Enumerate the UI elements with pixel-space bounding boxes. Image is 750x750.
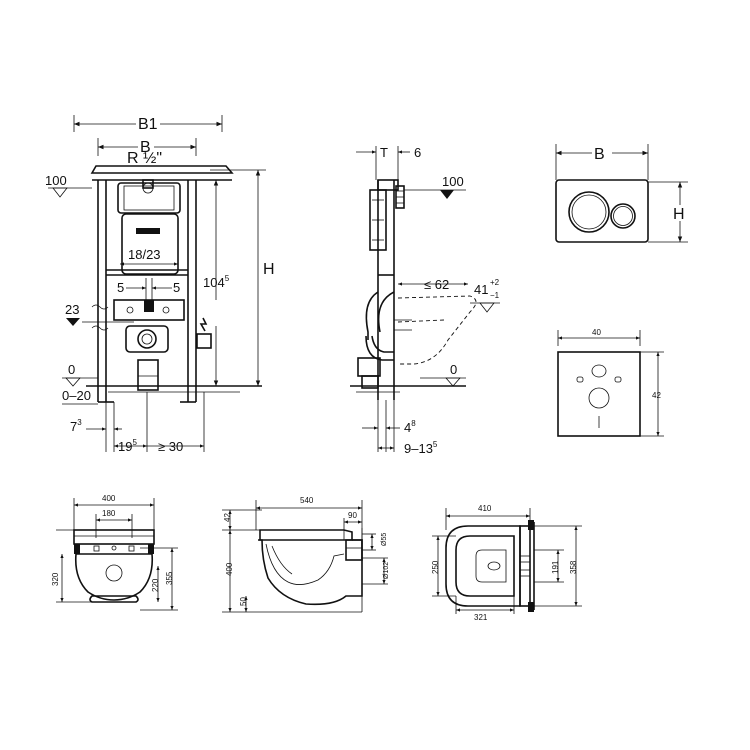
bowl-front-180: 180 [102, 509, 116, 518]
mount-plate-40: 40 [592, 328, 601, 337]
dim-b: B [140, 139, 151, 156]
bowl-top-358: 358 [569, 560, 578, 574]
dim-104-5: 1045 [203, 274, 230, 290]
bowl-front-400: 400 [102, 494, 116, 503]
level-100-front: 100 [45, 173, 67, 188]
flush-plate-b: B [594, 146, 605, 163]
bowl-side-42: 42 [223, 513, 232, 522]
dim-18-23: 18/23 [128, 247, 161, 262]
flush-plate-h: H [673, 206, 685, 223]
level-23: 23 [65, 302, 79, 317]
bowl-side-d55: Ø55 [381, 533, 388, 546]
bowl-side-50: 50 [239, 597, 248, 606]
frame-front-view: B1 B R ½" 18/23 5 5 [45, 115, 275, 454]
bowl-side-d102: Ø102 [383, 562, 390, 579]
dim-7-3: 73 [70, 418, 82, 434]
dim-r-half: R ½" [127, 150, 162, 167]
bowl-top-250: 250 [431, 560, 440, 574]
bowl-side-90: 90 [348, 511, 357, 520]
dim-19-5: 195 [118, 438, 137, 454]
bowl-top-321: 321 [474, 613, 488, 622]
dim-five-left: 5 [117, 280, 124, 295]
level-100-side: 100 [442, 174, 464, 189]
bowl-side-540: 540 [300, 496, 314, 505]
bowl-front-220: 220 [151, 578, 160, 592]
mount-plate-42: 42 [652, 391, 661, 400]
dim-b1: B1 [138, 116, 158, 133]
level-0-side: 0 [450, 362, 457, 377]
range-0-20: 0–20 [62, 388, 91, 403]
dim-t: T [380, 145, 388, 160]
dim-41-minus: −1 [490, 291, 500, 300]
mounting-plate-view: 40 42 [557, 328, 664, 437]
bowl-top-191: 191 [551, 560, 560, 574]
dim-ge-30: ≥ 30 [158, 439, 183, 454]
dim-41: 41 [474, 282, 488, 297]
bowl-top-410: 410 [478, 504, 492, 513]
bowl-front-320: 320 [51, 572, 60, 586]
dim-five-right: 5 [173, 280, 180, 295]
bowl-side-400: 400 [225, 562, 234, 576]
dim-9-13-5: 9–135 [404, 440, 438, 456]
dim-h-front: H [263, 261, 275, 278]
dim-six: 6 [414, 145, 421, 160]
bowl-side-view: 540 90 42 400 50 Ø55 [222, 496, 390, 613]
bowl-top-view: 410 250 191 358 32 [431, 504, 582, 622]
frame-side-view: T 6 100 ≤ 62 [350, 145, 500, 456]
dim-41-plus: +2 [490, 278, 500, 287]
bowl-front-355: 355 [165, 571, 174, 585]
level-0-front: 0 [68, 362, 75, 377]
dim-le-62: ≤ 62 [424, 277, 449, 292]
flush-plate-view: B H [555, 144, 688, 243]
dim-4-8: 48 [404, 419, 416, 435]
bowl-front-view: 400 180 320 220 355 [51, 494, 178, 611]
